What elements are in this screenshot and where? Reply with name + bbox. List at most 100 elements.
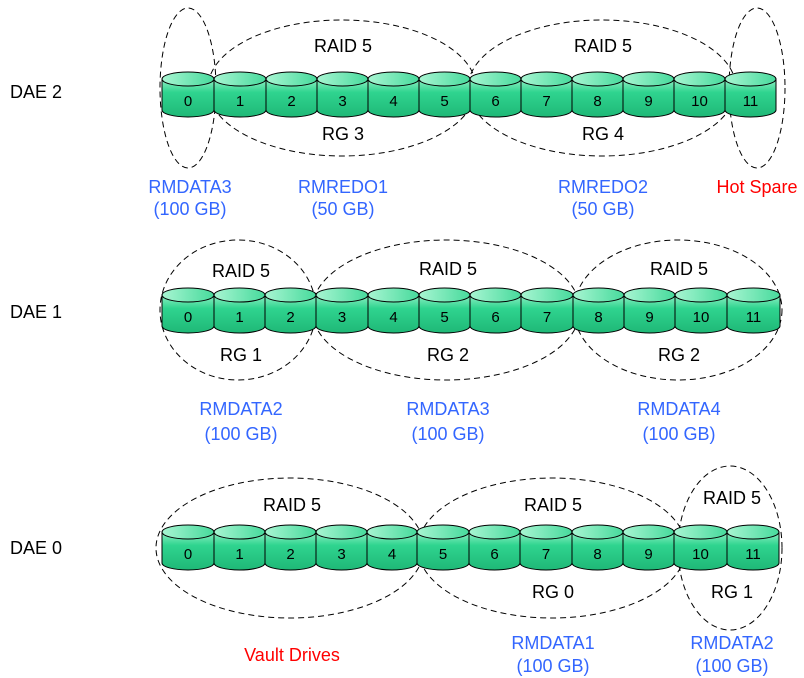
- disk-number: 4: [388, 546, 396, 563]
- lun-name-label: RMDATA1: [511, 633, 594, 653]
- lun-name-label: RMDATA2: [199, 399, 282, 419]
- disk-number: 0: [184, 546, 192, 563]
- disk-number: 5: [439, 546, 447, 563]
- disk-number: 3: [338, 93, 346, 110]
- disk-number: 7: [543, 309, 551, 326]
- raid-group-label: RG 2: [427, 345, 469, 365]
- raid-level-label: RAID 5: [524, 495, 582, 515]
- disk-cylinder: 0: [161, 71, 215, 118]
- disk-number: 7: [542, 546, 550, 563]
- disk-number: 3: [338, 309, 346, 326]
- lun-name-label: RMDATA3: [148, 177, 231, 197]
- disk-number: 8: [594, 309, 602, 326]
- disk-cylinder: 10: [673, 524, 728, 571]
- disk-cylinder: 8: [571, 524, 624, 571]
- disk-cylinder: 4: [367, 71, 420, 118]
- disk-cylinder: 10: [674, 287, 728, 334]
- disk-cylinder: 6: [469, 287, 522, 334]
- disk-number: 5: [440, 93, 448, 110]
- lun-name-label: RMREDO1: [298, 177, 388, 197]
- disk-number: 8: [593, 93, 601, 110]
- disk-cylinder: 1: [213, 287, 266, 334]
- disk-cylinder: 4: [366, 524, 418, 571]
- disk-number: 2: [286, 546, 294, 563]
- disk-cylinder: 10: [673, 71, 726, 118]
- disk-cylinder: 0: [161, 524, 215, 571]
- disk-number: 9: [644, 93, 652, 110]
- disk-cylinder: 1: [213, 524, 266, 571]
- lun-name-label: Vault Drives: [244, 645, 340, 665]
- lun-size-label: (50 GB): [311, 199, 374, 219]
- disk-number: 8: [593, 546, 601, 563]
- lun-size-label: (100 GB): [204, 424, 277, 444]
- disk-cylinder: 2: [265, 71, 318, 118]
- disk-number: 1: [236, 93, 244, 110]
- raid-level-label: RAID 5: [703, 488, 761, 508]
- disk-cylinder: 0: [161, 287, 215, 334]
- dae-label: DAE 0: [10, 538, 62, 558]
- disk-cylinder: 1: [213, 71, 267, 118]
- disk-cylinder: 8: [572, 287, 625, 334]
- raid-level-label: RAID 5: [212, 261, 270, 281]
- disk-number: 10: [691, 93, 708, 110]
- raid-group-label: RG 1: [220, 345, 262, 365]
- disk-number: 1: [235, 309, 243, 326]
- disk-number: 11: [745, 546, 761, 563]
- disk-cylinder: 5: [418, 287, 471, 334]
- disk-number: 4: [389, 93, 397, 110]
- lun-size-label: (100 GB): [153, 199, 226, 219]
- disk-cylinder: 8: [571, 71, 624, 118]
- disk-cylinder: 3: [315, 287, 369, 334]
- dae-label: DAE 1: [10, 302, 62, 322]
- lun-size-label: (100 GB): [695, 656, 768, 676]
- lun-name-label: Hot Spare: [716, 177, 797, 197]
- disk-cylinder: 9: [622, 71, 675, 118]
- raid-group-label: RG 1: [711, 582, 753, 602]
- disk-number: 5: [440, 309, 448, 326]
- raid-group-label: RG 2: [658, 345, 700, 365]
- disk-cylinder: 11: [726, 524, 780, 571]
- disk-cylinder: 2: [264, 287, 317, 334]
- disk-cylinder: 7: [520, 71, 573, 118]
- raid-group-label: RG 3: [322, 124, 364, 144]
- disk-number: 9: [644, 546, 652, 563]
- disk-number: 10: [692, 546, 709, 563]
- raid-level-label: RAID 5: [650, 259, 708, 279]
- disk-cylinder: 11: [724, 71, 777, 118]
- disk-cylinder: 9: [623, 287, 676, 334]
- lun-size-label: (100 GB): [516, 656, 589, 676]
- lun-size-label: (100 GB): [411, 424, 484, 444]
- disk-number: 10: [693, 309, 710, 326]
- dae-label: DAE 2: [10, 82, 62, 102]
- disk-number: 2: [286, 309, 294, 326]
- disk-number: 4: [389, 309, 397, 326]
- disk-cylinder: 5: [416, 524, 470, 571]
- lun-size-label: (50 GB): [571, 199, 634, 219]
- raid-level-label: RAID 5: [314, 36, 372, 56]
- disk-cylinder: 4: [367, 287, 420, 334]
- disk-number: 2: [287, 93, 295, 110]
- raid-level-label: RAID 5: [419, 259, 477, 279]
- disk-cylinder: 3: [315, 524, 368, 571]
- disk-cylinder: 3: [316, 71, 369, 118]
- disk-cylinder: 2: [264, 524, 317, 571]
- disk-cylinder: 6: [468, 524, 521, 571]
- disk-number: 0: [184, 309, 192, 326]
- disk-cylinder: 11: [726, 287, 781, 334]
- disk-number: 6: [490, 546, 498, 563]
- disk-number: 11: [743, 93, 759, 110]
- disk-number: 7: [542, 93, 550, 110]
- lun-name-label: RMDATA3: [406, 399, 489, 419]
- disk-number: 6: [491, 93, 499, 110]
- lun-name-label: RMREDO2: [558, 177, 648, 197]
- disk-cylinder: 6: [469, 71, 522, 118]
- disk-number: 11: [746, 309, 762, 326]
- disk-number: 0: [184, 93, 192, 110]
- disk-cylinder: 7: [520, 287, 574, 334]
- disk-number: 1: [235, 546, 243, 563]
- raid-level-label: RAID 5: [574, 36, 632, 56]
- raid-group-label: RG 4: [582, 124, 624, 144]
- disk-rows: 0 1 2 3 4 5 6 7 8 9 10 11 0 1 2 3 4 5 6 7 8 9 10 11 0 1 2 3 4 5 6 7 8 9 10…: [161, 71, 781, 571]
